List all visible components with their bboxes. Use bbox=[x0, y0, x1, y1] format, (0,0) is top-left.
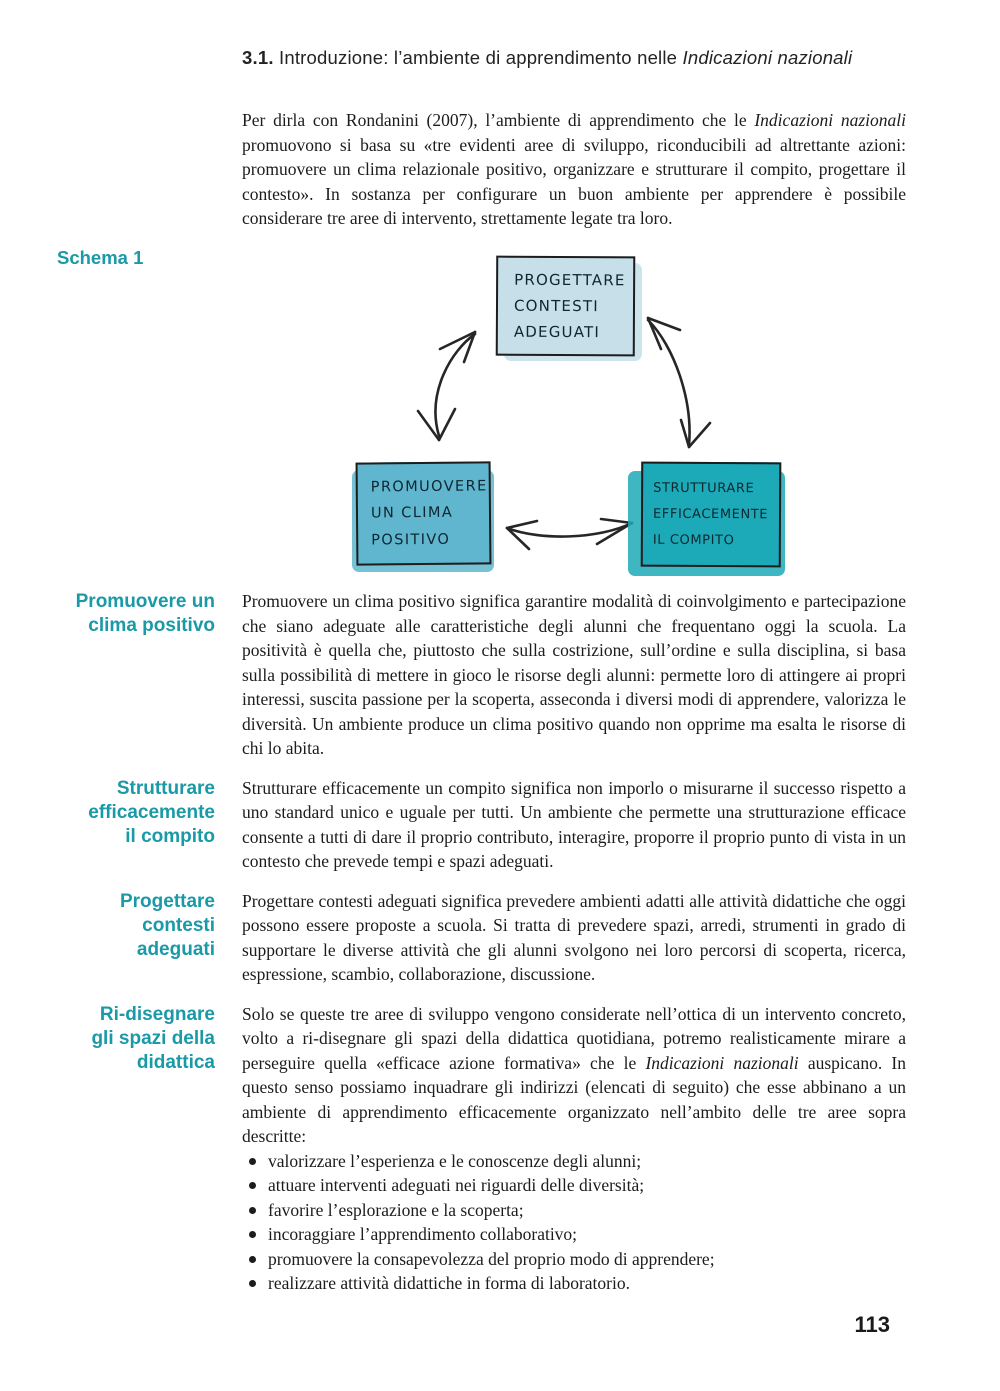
side-heading: Promuovere un clima positivo bbox=[75, 591, 215, 636]
section-paragraph: Progettare contesti adeguati significa p… bbox=[242, 890, 906, 985]
cycle-arrows-icon bbox=[416, 316, 712, 551]
section-clima-positivo: Promuovere un clima positivo Promuovere … bbox=[0, 589, 1000, 761]
section-paragraph: Strutturare efficacemente un compito sig… bbox=[242, 777, 906, 872]
section-number: 3.1. bbox=[242, 47, 274, 68]
list-item: promuovere la consapevolezza del proprio… bbox=[242, 1247, 906, 1272]
bullet-icon bbox=[249, 1231, 256, 1238]
chapter-header: 3.1. Introduzione: l’ambiente di apprend… bbox=[242, 47, 922, 69]
intro-paragraph: Per dirla con Rondanini (2007), l’ambien… bbox=[242, 108, 906, 231]
intro-text-2: promuovono si basa su «tre evidenti aree… bbox=[242, 134, 906, 229]
bullet-icon bbox=[249, 1255, 256, 1263]
bullet-icon bbox=[249, 1182, 256, 1189]
intro-text-1: Per dirla con Rondanini (2007), l’ambien… bbox=[242, 110, 755, 130]
intro-text-italic: Indicazioni nazionali bbox=[754, 110, 906, 130]
diagram-box-label: PROGETTARE CONTESTI ADEGUATI bbox=[513, 270, 626, 342]
side-heading: Strutturare efficacemente il compito bbox=[88, 777, 215, 847]
section-ridisegnare-spazi: Ri-disegnare gli spazi della didattica S… bbox=[0, 1002, 1000, 1296]
chapter-title-italic: Indicazioni nazionali bbox=[682, 47, 853, 68]
content-sections: Promuovere un clima positivo Promuovere … bbox=[0, 589, 1000, 1296]
indirizzi-bullet-list: valorizzare l’esperienza e le conoscenze… bbox=[242, 1149, 906, 1296]
list-item: valorizzare l’esperienza e le conoscenze… bbox=[242, 1149, 906, 1174]
side-heading: Ri-disegnare gli spazi della didattica bbox=[91, 1003, 215, 1073]
diagram-box-label: PROMUOVERE UN CLIMA POSITIVO bbox=[370, 478, 488, 549]
diagram-box-promuovere-clima: PROMUOVERE UN CLIMA POSITIVO bbox=[352, 461, 494, 572]
diagram-box-progettare-contesti: PROGETTARE CONTESTI ADEGUATI bbox=[495, 255, 642, 361]
bullet-icon bbox=[249, 1157, 256, 1165]
diagram-box-strutturare-compito: STRUTTURARE EFFICACEMENTE IL COMPITO bbox=[628, 461, 785, 576]
list-item: favorire l’esplorazione e la scoperta; bbox=[242, 1198, 906, 1223]
section-progettare-contesti: Progettare contesti adeguati Progettare … bbox=[0, 889, 1000, 987]
list-item: incoraggiare l’apprendimento collaborati… bbox=[242, 1222, 906, 1247]
page-number: 113 bbox=[854, 1312, 891, 1337]
schema-label: Schema 1 bbox=[57, 247, 144, 268]
section-paragraph: Promuovere un clima positivo significa g… bbox=[242, 591, 906, 758]
chapter-title: Introduzione: l’ambiente di apprendiment… bbox=[273, 47, 683, 68]
schema-diagram: PROGETTARE CONTESTI ADEGUATI PROMUOVERE … bbox=[340, 250, 810, 580]
bullet-icon bbox=[249, 1280, 256, 1287]
section-text-italic: Indicazioni nazionali bbox=[645, 1052, 799, 1073]
side-heading: Progettare contesti adeguati bbox=[119, 890, 215, 960]
diagram-box-label: STRUTTURARE EFFICACEMENTE IL COMPITO bbox=[652, 480, 769, 548]
section-strutturare-compito: Strutturare efficacemente il compito Str… bbox=[0, 776, 1000, 874]
section-text-1: Solo se queste tre aree di sviluppo veng… bbox=[242, 1003, 906, 1073]
list-item: realizzare attività didattiche in forma … bbox=[242, 1271, 906, 1296]
section-paragraph: Solo se queste tre aree di sviluppo veng… bbox=[242, 1002, 906, 1296]
bullet-icon bbox=[249, 1206, 256, 1214]
list-item: attuare interventi adeguati nei riguardi… bbox=[242, 1173, 906, 1198]
section-text-2: auspicano. In questo senso possiamo inqu… bbox=[242, 1052, 907, 1147]
